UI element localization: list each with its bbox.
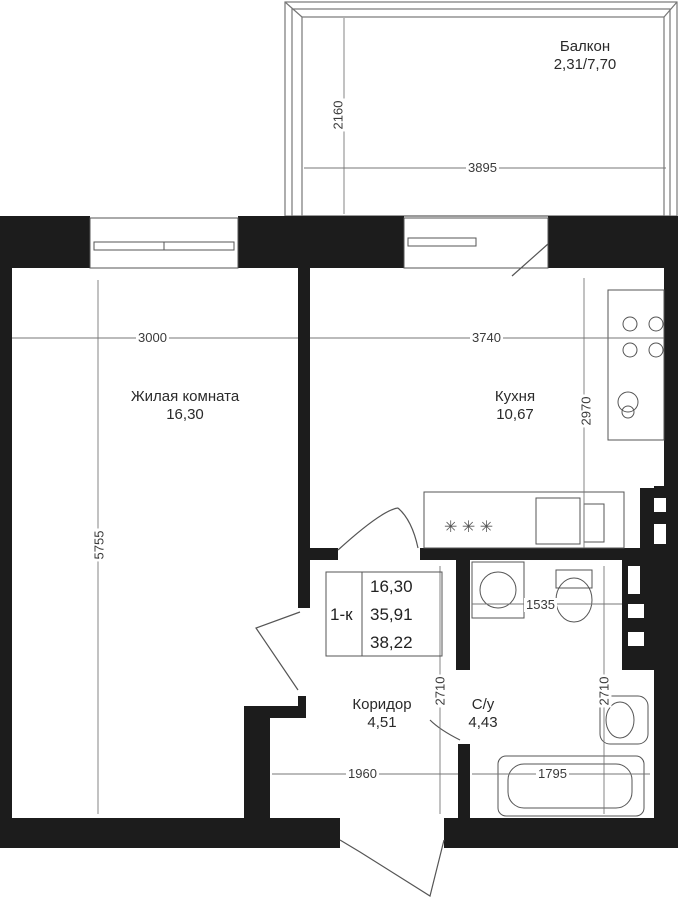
summary-box xyxy=(325,571,443,657)
dim-corridor-depth: 2710 xyxy=(432,674,448,708)
corridor-area: 4,51 xyxy=(367,714,397,731)
living-room-label: Жилая комната 16,30 xyxy=(110,388,260,424)
dim-kitchen-width: 3740 xyxy=(470,330,503,345)
dim-bath-depth: 2710 xyxy=(596,674,612,708)
bathroom-name: С/у xyxy=(471,696,495,713)
bathroom-label: С/у 4,43 xyxy=(458,696,508,732)
dim-balcony-depth: 2160 xyxy=(330,98,346,132)
dim-living-depth: 5755 xyxy=(91,528,107,562)
dim-bath-width: 1795 xyxy=(536,766,569,781)
dim-bath-top-width: 1535 xyxy=(524,597,557,612)
windows xyxy=(89,217,549,269)
dim-kitchen-depth: 2970 xyxy=(578,394,594,428)
balcony-area: 2,31/7,70 xyxy=(553,56,617,73)
dim-corridor-width: 1960 xyxy=(346,766,379,781)
bathroom-fixtures xyxy=(471,561,649,817)
summary-living-area: 16,30 xyxy=(370,577,413,596)
balcony-label: Балкон 2,31/7,70 xyxy=(530,38,640,74)
dim-balcony-width: 3895 xyxy=(466,160,499,175)
apartment-type: 1-к xyxy=(330,605,353,624)
balcony-name: Балкон xyxy=(559,38,611,55)
kitchen-fixtures: ✳ ✳ ✳ xyxy=(423,289,665,549)
living-room-area: 16,30 xyxy=(166,406,204,423)
wall-cutouts xyxy=(12,498,666,818)
balcony xyxy=(284,1,678,217)
summary-total-with-balcony: 38,22 xyxy=(370,633,413,652)
svg-text:✳ ✳ ✳: ✳ ✳ ✳ xyxy=(444,519,493,536)
corridor-name: Коридор xyxy=(352,696,412,713)
kitchen-label: Кухня 10,67 xyxy=(470,388,560,424)
corridor-label: Коридор 4,51 xyxy=(340,696,424,732)
living-room-name: Жилая комната xyxy=(130,388,240,405)
kitchen-name: Кухня xyxy=(494,388,536,405)
interior-walls xyxy=(244,268,678,820)
summary-total-area: 35,91 xyxy=(370,605,413,624)
dim-living-width: 3000 xyxy=(136,330,169,345)
kitchen-area: 10,67 xyxy=(496,406,534,423)
bathroom-area: 4,43 xyxy=(468,714,498,731)
doors xyxy=(255,243,549,897)
